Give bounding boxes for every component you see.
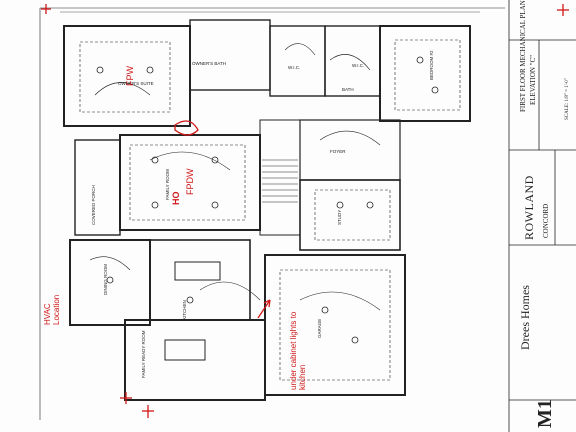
room-label-bath: BATH [342, 87, 354, 92]
sheet-number: M1 [534, 399, 556, 428]
plan-name: ROWLAND [522, 175, 536, 240]
annotation-under-cabinet-lights: under cabinet lights to kitchen [289, 311, 307, 390]
annotation-hvac-location: HVAC Location [43, 294, 61, 325]
annotation-fpw-owners: FPW [125, 66, 135, 86]
room-label-owners-suite: OWNER'S SUITE [118, 81, 154, 86]
room-label-foyer: FOYER [330, 149, 346, 154]
company-name: Drees Homes [518, 285, 532, 350]
room-label-bedroom-2: BEDROOM #2 [429, 50, 434, 80]
room-label-wic-left: W.I.C. [288, 65, 301, 70]
room-label-wic-right: W.I.C. [352, 63, 365, 68]
sheet-subtitle: ELEVATION "C" [529, 54, 537, 105]
room-label-study: STUDY [337, 209, 342, 225]
annotation-red-mark: HO [171, 191, 181, 206]
room-label-family-room: FAMILY ROOM [165, 169, 170, 200]
room-label-dining-room: DINING ROOM [103, 264, 108, 295]
sheet-title: FIRST FLOOR MECHANICAL PLAN [519, 0, 527, 112]
scale-note: SCALE: 1/8" = 1'-0" [565, 78, 570, 120]
title-block: FIRST FLOOR MECHANICAL PLAN ELEVATION "C… [505, 0, 576, 432]
room-label-kitchen: KITCHEN [182, 300, 187, 320]
room-label-family-ready-room: FAMILY READY ROOM [141, 330, 146, 378]
elevation-name: CONCORD [542, 203, 550, 238]
room-label-covered-porch: COVERED PORCH [91, 185, 96, 225]
room-label-owners-bath: OWNER'S BATH [192, 61, 227, 66]
annotation-fpdw-family: FPDW [185, 168, 195, 196]
room-label-garage: GARAGE [317, 318, 322, 338]
